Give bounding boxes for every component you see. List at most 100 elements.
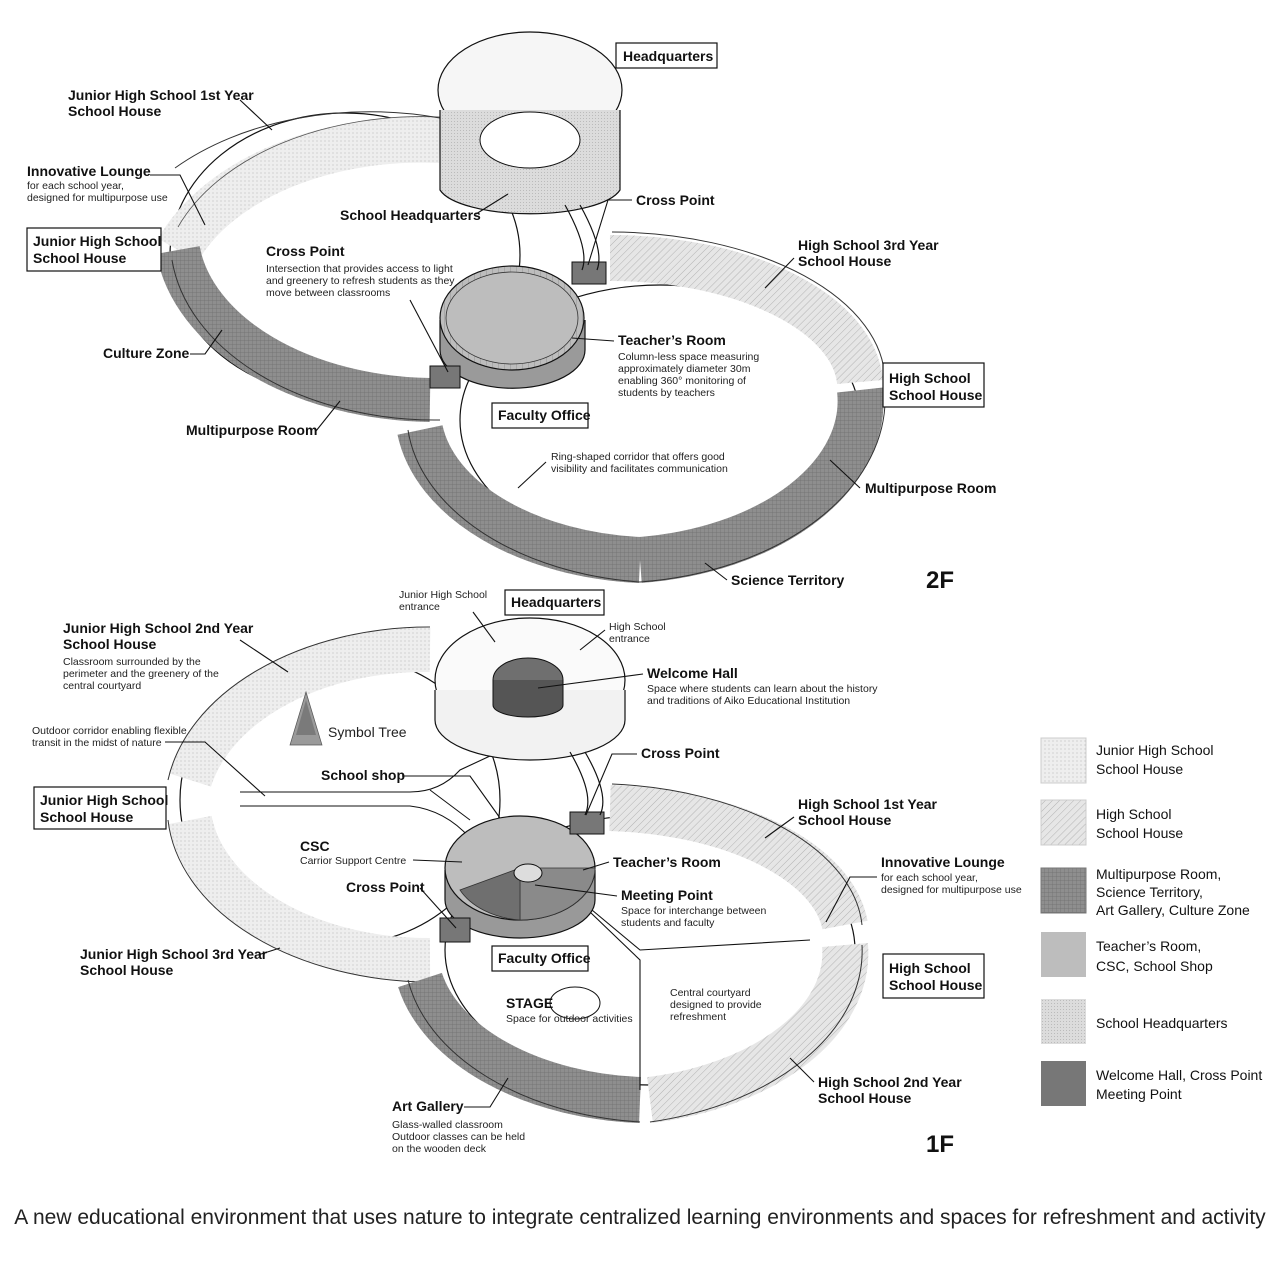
teachers-room-cylinder-2f: [439, 265, 586, 389]
jhs-box-line2-2f: School House: [33, 250, 127, 266]
jhs3-label-line1: Junior High School 3rd Year: [80, 946, 268, 962]
hs-ring-2f: [397, 231, 886, 583]
art-gallery-sub2: Outdoor classes can be held: [392, 1131, 525, 1143]
innov-lounge-title-2f: Innovative Lounge: [27, 163, 151, 179]
school-shop-label: School shop: [321, 767, 405, 783]
welcome-hall-sub2: and traditions of Aiko Educational Insti…: [647, 695, 850, 707]
innov-lounge-sub2-2f: designed for multipurpose use: [27, 192, 168, 204]
science-territory-label: Science Territory: [731, 572, 845, 588]
outdoor-corridor-sub2: transit in the midst of nature: [32, 737, 162, 749]
faculty-office-label-2f: Faculty Office: [498, 407, 591, 423]
floor-label-2f: 2F: [926, 567, 954, 594]
welcome-hall-title: Welcome Hall: [647, 665, 738, 681]
legend-item-jhs-line2: School House: [1096, 761, 1183, 777]
cross-point-left-title-2f: Cross Point: [266, 243, 345, 259]
hs2-label-line2: School House: [818, 1090, 912, 1106]
legend-item-hs-line2: School House: [1096, 825, 1183, 841]
headquarters-cylinder-2f: [437, 31, 623, 215]
caption: A new educational environment that uses …: [14, 1206, 1266, 1229]
innov-lounge-title-1f: Innovative Lounge: [881, 854, 1005, 870]
meeting-point-sub1: Space for interchange between: [621, 905, 767, 917]
legend-swatch-teachers: [1041, 932, 1086, 977]
courtyard-sub2: designed to provide: [670, 999, 762, 1011]
jhs2-label-line2: School House: [63, 636, 157, 652]
cross-point-right-label-2f: Cross Point: [636, 192, 715, 208]
hs-box-line1-2f: High School: [889, 370, 971, 386]
legend-swatch-welcome: [1041, 1061, 1086, 1106]
csc-sub: Carrior Support Centre: [300, 855, 406, 867]
hs2-label-line1: High School 2nd Year: [818, 1074, 962, 1090]
art-gallery-sub1: Glass-walled classroom: [392, 1119, 503, 1131]
jhs2-sub2: perimeter and the greenery of the: [63, 668, 219, 680]
legend-item-jhs-line1: Junior High School: [1096, 742, 1214, 758]
hs3-label-line2: School House: [798, 253, 892, 269]
jhs-entrance-line2: entrance: [399, 601, 440, 613]
legend-swatch-hs: [1040, 799, 1087, 846]
art-gallery-title: Art Gallery: [392, 1098, 464, 1114]
multipurpose-left-label-2f: Multipurpose Room: [186, 422, 317, 438]
courtyard-sub3: refreshment: [670, 1011, 726, 1023]
ring-corridor-sub2: visibility and facilitates communication: [551, 463, 728, 475]
teachers-room-label-1f: Teacher’s Room: [613, 854, 721, 870]
multipurpose-right-label-2f: Multipurpose Room: [865, 480, 996, 496]
hs-entrance-line2: entrance: [609, 633, 650, 645]
floor-label-1f: 1F: [926, 1131, 954, 1158]
jhs-box-line1-1f: Junior High School: [40, 792, 168, 808]
jhs-box-line1-2f: Junior High School: [33, 233, 161, 249]
jhs1-label-line2: School House: [68, 103, 162, 119]
jhs-ring-2f: [156, 111, 521, 422]
hs-box-line2-1f: School House: [889, 977, 983, 993]
welcome-hall-sub1: Space where students can learn about the…: [647, 683, 878, 695]
hs-box-line1-1f: High School: [889, 960, 971, 976]
csc-title: CSC: [300, 838, 330, 854]
legend-swatch-jhs: [1040, 737, 1087, 784]
ring-corridor-sub1: Ring-shaped corridor that offers good: [551, 451, 725, 463]
legend-item-multi-line2: Science Territory,: [1096, 884, 1203, 900]
hs1-label-line2: School House: [798, 812, 892, 828]
cross-point-left-sub2-2f: and greenery to refresh students as they: [266, 275, 455, 287]
innov-lounge-sub1-2f: for each school year,: [27, 180, 124, 192]
courtyard-sub1: Central courtyard: [670, 987, 751, 999]
jhs-ring-1f: [167, 626, 501, 983]
headquarters-label-2f: Headquarters: [623, 48, 713, 64]
cross-point-block-2f-b: [429, 365, 461, 389]
floor-1f: Junior High School entrance Headquarters…: [32, 589, 1022, 1158]
culture-zone-label: Culture Zone: [103, 345, 190, 361]
teachers-room-sub4-2f: students by teachers: [618, 387, 715, 399]
meeting-point-sub2: students and faculty: [621, 917, 715, 929]
hs3-label-line1: High School 3rd Year: [798, 237, 939, 253]
headquarters-cylinder-1f: [434, 617, 626, 761]
symbol-tree-icon: [289, 690, 323, 746]
legend-item-hq-line1: School Headquarters: [1096, 1015, 1228, 1031]
cross-point-block-1f-a: [569, 811, 605, 835]
jhs2-sub1: Classroom surrounded by the: [63, 656, 201, 668]
legend-swatch-hq: [1041, 999, 1086, 1044]
jhs-entrance-line1: Junior High School: [399, 589, 487, 601]
hs-box-line2-2f: School House: [889, 387, 983, 403]
cross-point-left-sub3-2f: move between classrooms: [266, 287, 390, 299]
outdoor-corridor-sub1: Outdoor corridor enabling flexible: [32, 725, 187, 737]
legend: Junior High School School House High Sch…: [1040, 737, 1262, 1106]
cross-point-left-label-1f: Cross Point: [346, 879, 425, 895]
meeting-point-title: Meeting Point: [621, 887, 713, 903]
teachers-room-sub3-2f: enabling 360° monitoring of: [618, 375, 746, 387]
jhs3-label-line2: School House: [80, 962, 174, 978]
legend-item-multi-line3: Art Gallery, Culture Zone: [1096, 902, 1250, 918]
legend-swatch-multipurpose: [1040, 867, 1087, 914]
stage-sub: Space for outdoor activities: [506, 1013, 633, 1025]
legend-item-hs-line1: High School: [1096, 806, 1172, 822]
jhs-box-line2-1f: School House: [40, 809, 134, 825]
hs-entrance-line1: High School: [609, 621, 666, 633]
innov-lounge-sub1-1f: for each school year,: [881, 872, 978, 884]
cross-point-block-2f-a: [571, 261, 607, 285]
floor-2f: Headquarters Junior High School 1st Year…: [26, 31, 996, 594]
jhs2-sub3: central courtyard: [63, 680, 141, 692]
teachers-room-sub1-2f: Column-less space measuring: [618, 351, 759, 363]
school-hq-label-2f: School Headquarters: [340, 207, 481, 223]
cross-point-block-1f-b: [439, 917, 471, 943]
legend-item-welcome-line2: Meeting Point: [1096, 1086, 1182, 1102]
legend-item-welcome-line1: Welcome Hall, Cross Point: [1096, 1067, 1262, 1083]
innov-lounge-sub2-1f: designed for multipurpose use: [881, 884, 1022, 896]
jhs1-label-line1: Junior High School 1st Year: [68, 87, 254, 103]
